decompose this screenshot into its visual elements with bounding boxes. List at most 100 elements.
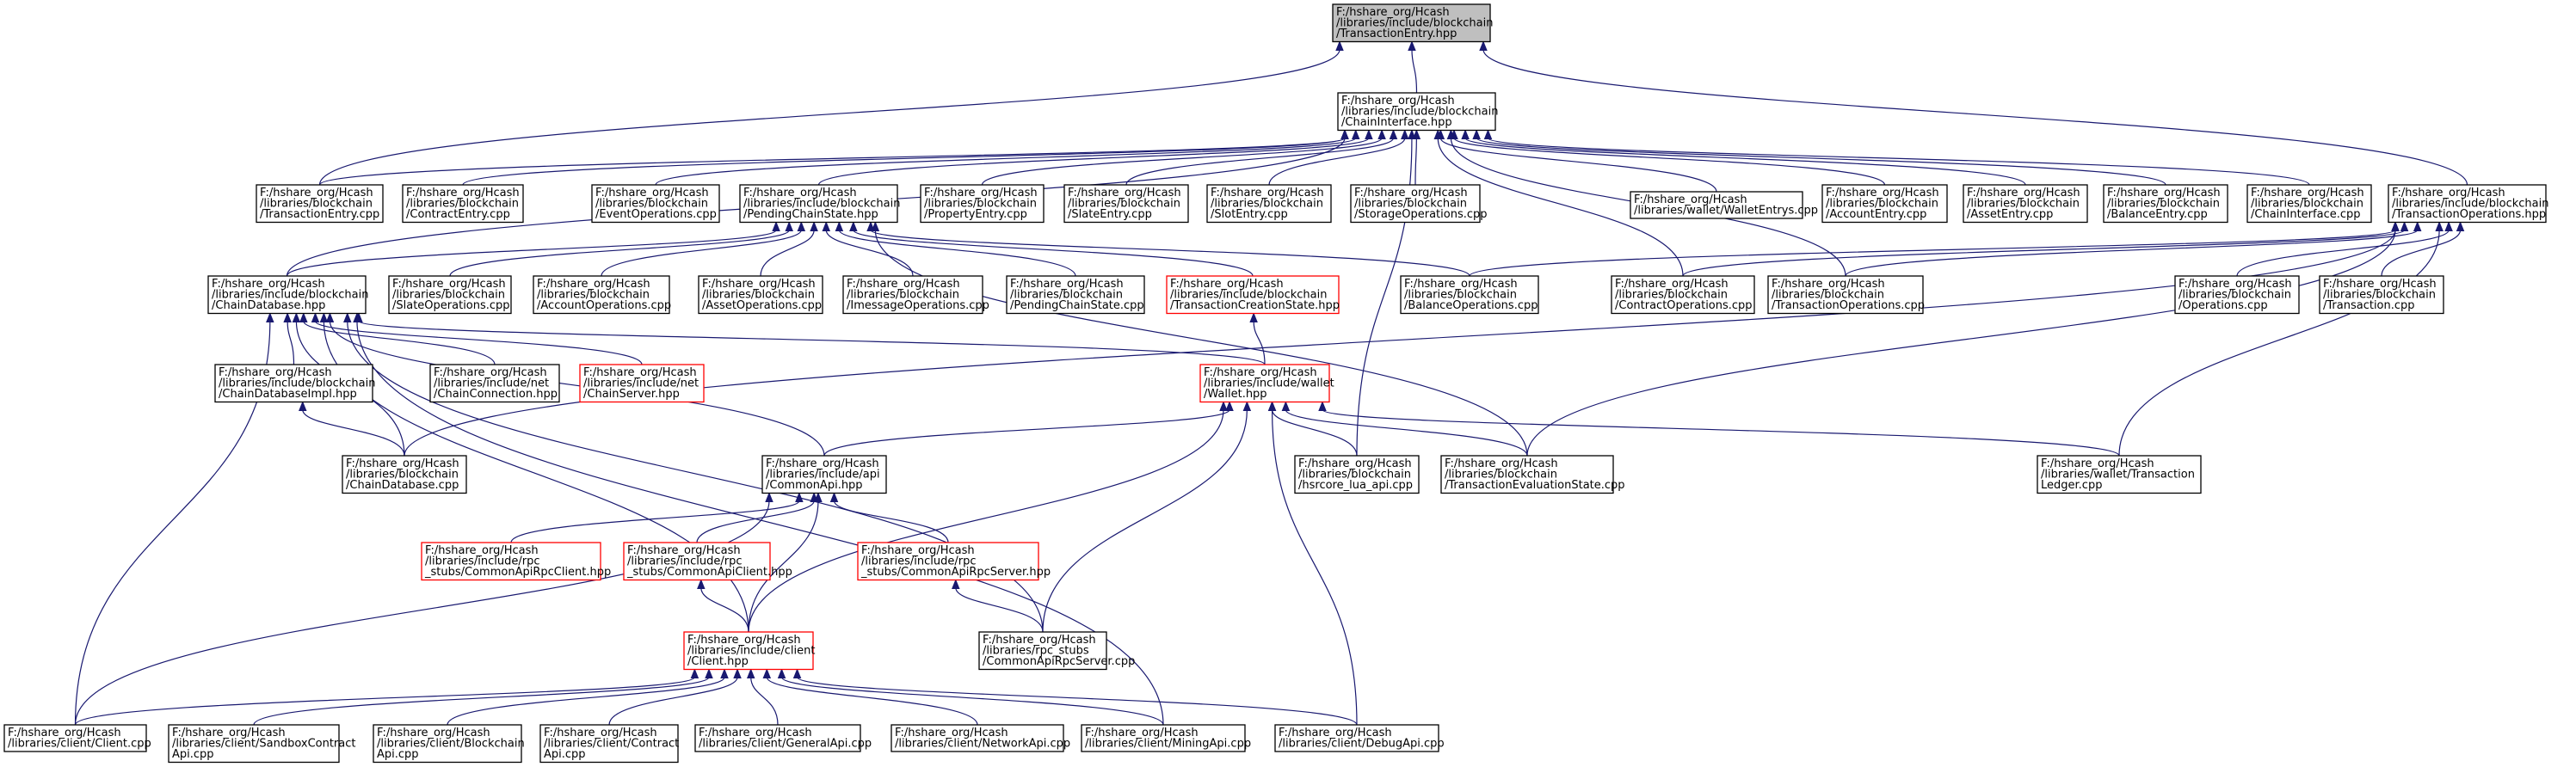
file-node[interactable]: F:/hshare_org/Hcash/libraries/client/Gen… [694, 724, 872, 752]
file-node[interactable]: F:/hshare_org/Hcash/libraries/blockchain… [1350, 184, 1488, 224]
file-node[interactable]: F:/hshare_org/Hcash/libraries/blockchain… [1294, 455, 1420, 494]
file-node[interactable]: F:/hshare_org/Hcash/libraries/client/Min… [1081, 724, 1251, 752]
include-edge-arrowhead [795, 492, 804, 502]
file-node-label: /PendingChainState.cpp [1010, 299, 1144, 312]
include-edge-line [838, 230, 1076, 277]
file-node-label: F:/hshare_org/Hcash [260, 187, 373, 199]
include-edge-arrowhead [1377, 129, 1386, 139]
include-edge-line [874, 230, 1528, 457]
file-node[interactable]: F:/hshare_org/Hcash/libraries/include/ne… [579, 364, 705, 403]
include-edge-line [314, 320, 643, 365]
file-node-label: /libraries/include/blockchain [743, 198, 900, 211]
include-edge-arrowhead [1461, 129, 1470, 139]
file-node[interactable]: F:/hshare_org/Hcash/libraries/include/ap… [761, 455, 887, 494]
include-edge-line [748, 500, 819, 633]
file-node[interactable]: F:/hshare_org/Hcash/libraries/blockchain… [842, 275, 989, 315]
file-node[interactable]: F:/hshare_org/Hcash/libraries/wallet/Tra… [2037, 455, 2202, 494]
file-node[interactable]: F:/hshare_org/Hcash/libraries/blockchain… [2246, 184, 2372, 224]
file-node[interactable]: F:/hshare_org/Hcash/libraries/blockchain… [1611, 275, 1755, 315]
file-node-label: /TransactionOperations.cpp [1772, 299, 1925, 312]
file-node[interactable]: F:/hshare_org/Hcash/libraries/blockchain… [2319, 275, 2444, 315]
file-node[interactable]: F:/hshare_org/Hcash/libraries/blockchain… [698, 275, 823, 315]
include-edge-line [1268, 138, 1406, 186]
file-node-box [920, 184, 1045, 224]
file-node[interactable]: F:/hshare_org/Hcash/libraries/client/Cli… [3, 724, 151, 752]
include-edge-arrowhead [2435, 221, 2444, 231]
file-node[interactable]: F:/hshare_org/Hcash/libraries/client/Deb… [1274, 724, 1445, 752]
file-node[interactable]: F:/hshare_org/Hcash/libraries/blockchain… [1767, 275, 1925, 315]
file-node[interactable]: F:/hshare_org/Hcash/libraries/blockchain… [920, 184, 1045, 224]
file-node-label: /ContractOperations.cpp [1615, 299, 1753, 312]
include-edge [1281, 401, 1528, 457]
file-node[interactable]: F:/hshare_org/Hcash/libraries/blockchain… [591, 184, 720, 224]
file-node[interactable]: F:/hshare_org/Hcash/libraries/include/cl… [683, 631, 815, 671]
file-node-box [1006, 275, 1145, 315]
file-node[interactable]: F:/hshare_org/Hcash/libraries/client/San… [168, 724, 356, 764]
file-node[interactable]: F:/hshare_org/Hcash/libraries/include/bl… [1332, 3, 1493, 43]
file-node-label: /libraries/client/NetworkApi.cpp [895, 738, 1070, 751]
file-node-box [342, 455, 467, 494]
include-edge-arrowhead [1408, 129, 1416, 139]
file-node[interactable]: F:/hshare_org/Hcash/libraries/include/wa… [1199, 364, 1334, 403]
file-node[interactable]: F:/hshare_org/Hcash/libraries/blockchain… [2103, 184, 2228, 224]
include-edge [404, 221, 2400, 457]
file-node-label: /hsrcore_lua_api.cpp [1298, 479, 1413, 492]
file-node[interactable]: F:/hshare_org/Hcash/libraries/include/bl… [1166, 275, 1340, 315]
file-node-box [1440, 455, 1614, 494]
file-node-label: /libraries/blockchain [847, 289, 959, 302]
file-node[interactable]: F:/hshare_org/Hcash/libraries/include/bl… [2388, 184, 2548, 224]
file-node[interactable]: F:/hshare_org/Hcash/libraries/blockchain… [1440, 455, 1625, 494]
file-node[interactable]: F:/hshare_org/Hcash/libraries/blockchain… [256, 184, 384, 224]
file-node[interactable]: F:/hshare_org/Hcash/libraries/blockchain… [1963, 184, 2088, 224]
include-edge-line [404, 230, 2396, 457]
file-node[interactable]: F:/hshare_org/Hcash/libraries/include/ne… [429, 364, 560, 403]
file-node[interactable]: F:/hshare_org/Hcash/libraries/include/bl… [207, 275, 368, 315]
file-node[interactable]: F:/hshare_org/Hcash/libraries/blockchain… [1063, 184, 1189, 224]
include-edge-line [1682, 229, 2406, 277]
include-edge [1042, 401, 1252, 633]
file-node-label: /libraries/include/net [434, 377, 549, 390]
file-node[interactable]: F:/hshare_org/Hcash/libraries/client/Con… [539, 724, 679, 764]
file-node[interactable]: F:/hshare_org/Hcash/libraries/blockchain… [1006, 275, 1145, 315]
file-node[interactable]: F:/hshare_org/Hcash/libraries/blockchain… [1400, 275, 1539, 315]
file-node[interactable]: F:/hshare_org/Hcash/libraries/include/bl… [214, 364, 375, 403]
file-node[interactable]: F:/hshare_org/Hcash/libraries/blockchain… [402, 184, 524, 224]
file-node[interactable]: F:/hshare_org/Hcash/libraries/include/bl… [739, 184, 900, 224]
file-node[interactable]: F:/hshare_org/Hcash/libraries/include/rp… [857, 542, 1051, 581]
include-edge-line [750, 677, 779, 726]
file-node[interactable]: F:/hshare_org/Hcash/libraries/blockchain… [2174, 275, 2300, 315]
file-node[interactable]: F:/hshare_org/Hcash/libraries/rpc_stubs/… [978, 631, 1135, 671]
include-edge-line [700, 587, 749, 633]
file-node[interactable]: F:/hshare_org/Hcash/libraries/blockchain… [533, 275, 671, 315]
file-node[interactable]: F:/hshare_org/Hcash/libraries/include/rp… [421, 542, 611, 581]
file-node[interactable]: F:/hshare_org/Hcash/libraries/blockchain… [342, 455, 467, 494]
file-node[interactable]: F:/hshare_org/Hcash/libraries/blockchain… [1206, 184, 1332, 224]
file-node-label: F:/hshare_org/Hcash [2107, 187, 2221, 199]
include-edge-arrowhead [797, 221, 806, 231]
file-node-label: F:/hshare_org/Hcash [1354, 187, 1468, 199]
file-node-label: F:/hshare_org/Hcash [1336, 6, 1450, 19]
file-node-label: F:/hshare_org/Hcash [377, 727, 490, 739]
file-node[interactable]: F:/hshare_org/Hcash/libraries/blockchain… [1821, 184, 1948, 224]
include-edge [353, 312, 1164, 726]
include-edge-arrowhead [2400, 221, 2409, 231]
file-node[interactable]: F:/hshare_org/Hcash/libraries/include/rp… [623, 542, 792, 581]
file-node[interactable]: F:/hshare_org/Hcash/libraries/client/Blo… [373, 724, 525, 764]
include-edge-line [1322, 408, 2120, 457]
file-node[interactable]: F:/hshare_org/Hcash/libraries/wallet/Wal… [1630, 191, 1818, 219]
include-edge [1268, 129, 1409, 186]
include-edge [325, 312, 825, 457]
include-edge-arrowhead [1365, 129, 1373, 139]
include-edge [449, 221, 793, 277]
file-node-box [1063, 184, 1189, 224]
file-node-label: /libraries/blockchain [1010, 289, 1123, 302]
file-node[interactable]: F:/hshare_org/Hcash/libraries/blockchain… [388, 275, 512, 315]
file-node-label: F:/hshare_org/Hcash [699, 727, 812, 739]
include-edge-arrowhead [772, 221, 780, 231]
file-node-label: /libraries/blockchain [2251, 198, 2363, 211]
file-node[interactable]: F:/hshare_org/Hcash/libraries/client/Net… [891, 724, 1070, 752]
file-node-label: F:/hshare_org/Hcash [1279, 727, 1392, 739]
file-node[interactable]: F:/hshare_org/Hcash/libraries/include/bl… [1337, 92, 1498, 132]
file-node-box [2037, 455, 2202, 494]
file-node-label: Api.cpp [172, 748, 214, 761]
